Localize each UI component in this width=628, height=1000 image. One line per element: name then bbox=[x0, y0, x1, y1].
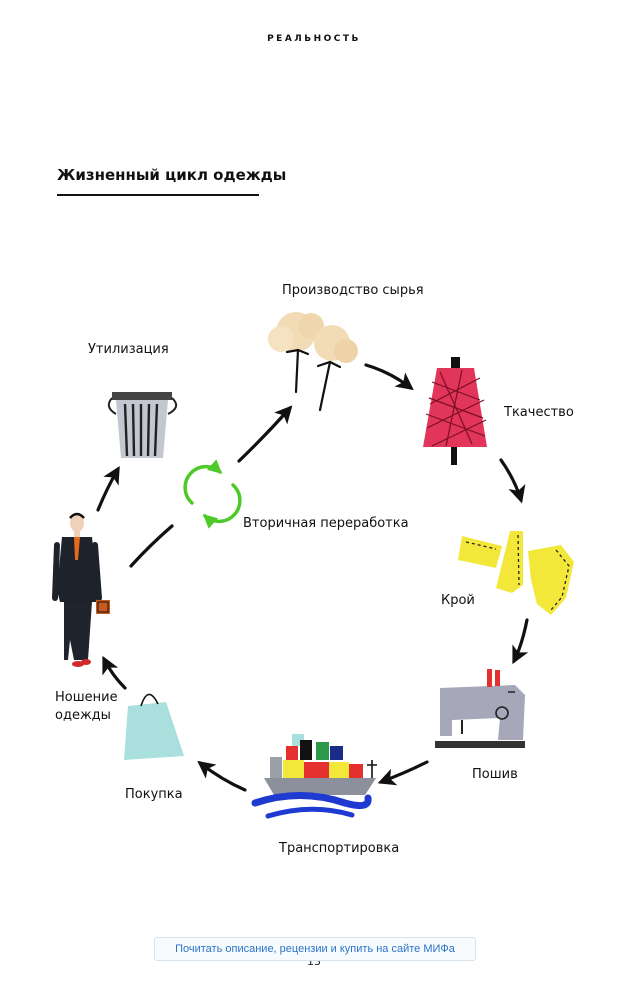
pattern-pieces-icon bbox=[458, 531, 574, 615]
ship-icon bbox=[251, 734, 377, 819]
arrow-wearing-to-recycle bbox=[129, 524, 174, 568]
label-cutting: Крой bbox=[441, 593, 475, 608]
label-purchase: Покупка bbox=[125, 787, 183, 802]
label-sewing: Пошив bbox=[472, 767, 518, 782]
shop-link-button[interactable]: Почитать описание, рецензии и купить на … bbox=[154, 937, 476, 961]
label-disposal: Утилизация bbox=[88, 342, 169, 357]
recycle-icon bbox=[183, 459, 242, 529]
yarn-cone-icon bbox=[423, 357, 487, 465]
trash-bin-icon bbox=[107, 392, 178, 458]
sewing-machine-icon bbox=[435, 669, 525, 748]
page-title: Жизненный цикл одежды bbox=[57, 166, 287, 184]
arrow-wearing-to-disposal bbox=[96, 465, 120, 512]
arrow-weaving-to-cutting bbox=[499, 458, 526, 504]
arrow-transport-to-purchase bbox=[197, 760, 247, 792]
title-underline bbox=[57, 194, 259, 196]
label-weaving: Ткачество bbox=[504, 405, 574, 420]
running-head: РЕАЛЬНОСТЬ bbox=[267, 34, 361, 44]
label-wearing: Ношение одежды bbox=[55, 690, 118, 723]
arrow-recycle-to-raw bbox=[237, 405, 293, 463]
shopping-bag-icon bbox=[124, 693, 184, 760]
person-icon bbox=[52, 512, 110, 667]
arrow-raw-to-weaving bbox=[364, 363, 414, 391]
label-raw-material: Производство сырья bbox=[282, 283, 424, 298]
label-recycling: Вторичная переработка bbox=[243, 516, 409, 531]
arrow-purchase-to-wearing bbox=[102, 655, 127, 690]
arrow-cutting-to-sewing bbox=[512, 618, 529, 665]
arrow-sewing-to-transport bbox=[377, 760, 429, 786]
label-transportation: Транспортировка bbox=[279, 841, 400, 856]
cotton-icon bbox=[268, 312, 358, 412]
